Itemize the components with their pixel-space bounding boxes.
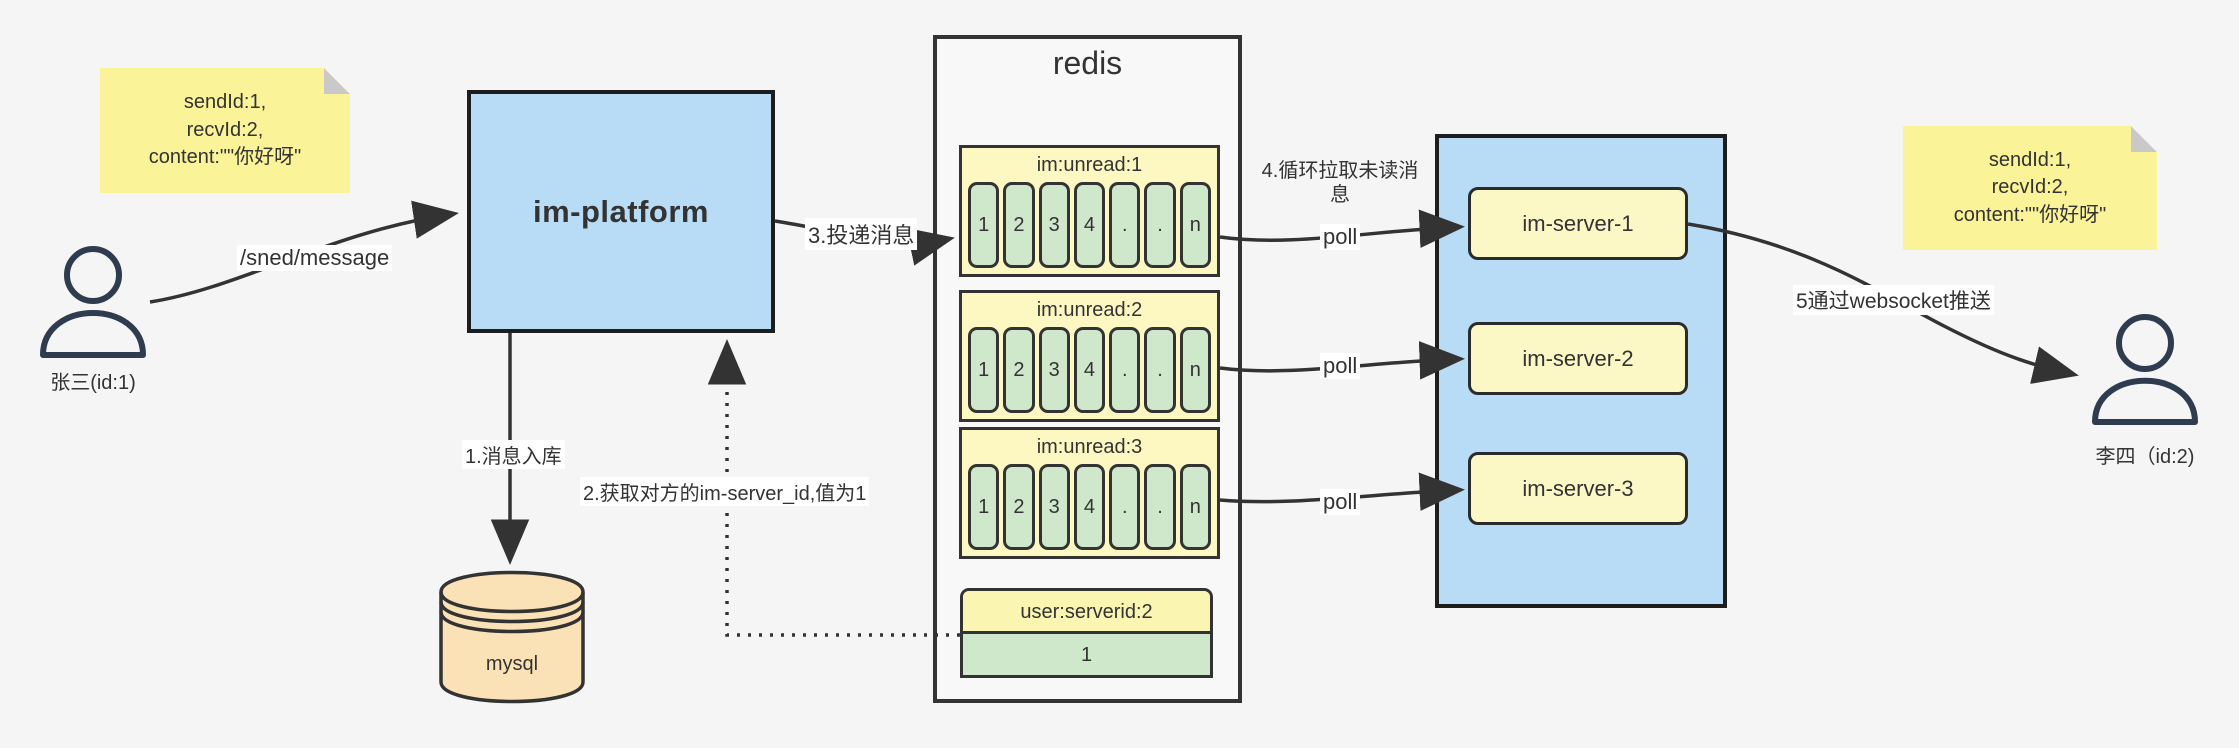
edge-label-poll-3: poll: [1320, 489, 1361, 515]
queue-cells: 1 2 3 4 . . n: [962, 327, 1217, 413]
queue-cell: 3: [1038, 182, 1070, 268]
queue-cell: .: [1109, 464, 1141, 550]
actor-receiver: 李四（id:2): [2089, 312, 2201, 468]
queue-cell: .: [1109, 327, 1141, 413]
queue-cell: 3: [1038, 464, 1070, 550]
node-im-server-2: im-server-2: [1468, 322, 1688, 395]
mapping-header: user:serverid:2: [963, 591, 1210, 634]
folded-corner-icon: [2131, 126, 2157, 152]
queue-cell: .: [1109, 182, 1141, 268]
queue-cell: 4: [1073, 464, 1106, 550]
queue-cell: 4: [1073, 327, 1106, 413]
queue-cell: 2: [1003, 464, 1035, 550]
note-text: sendId:1, recvId:2, content:""你好呀": [148, 91, 302, 169]
sticky-note-right: sendId:1, recvId:2, content:""你好呀": [1903, 126, 2157, 250]
edge-label-fetch: 2.获取对方的im-server_id,值为1: [580, 477, 870, 506]
folded-corner-icon: [324, 68, 350, 94]
redis-queue-unread-2: im:unread:2 1 2 3 4 . . n: [959, 290, 1220, 422]
actor-receiver-label: 李四（id:2): [2095, 446, 2195, 468]
queue-cell: 3: [1038, 327, 1070, 413]
user-icon: [2092, 314, 2198, 425]
edge-label-pull: 4.循环拉取未读消息: [1261, 160, 1419, 206]
queue-cell: 2: [1003, 327, 1035, 413]
queue-cell: 1: [968, 327, 1000, 413]
queue-cell: .: [1144, 464, 1176, 550]
im-server-2-label: im-server-2: [1522, 345, 1634, 371]
queue-cell: n: [1179, 182, 1211, 268]
queue-cell: .: [1144, 182, 1176, 268]
edge-label-poll-1: poll: [1320, 224, 1361, 250]
mysql-database-icon: [439, 570, 585, 704]
edge-label-push: 5通过websocket推送: [1793, 285, 1994, 315]
actor-sender-label: 张三(id:1): [50, 372, 136, 394]
node-im-server-1: im-server-1: [1468, 187, 1688, 260]
im-server-1-label: im-server-1: [1522, 210, 1634, 236]
im-server-3-label: im-server-3: [1522, 475, 1634, 501]
queue-header: im:unread:2: [1036, 299, 1143, 321]
edge-label-store: 1.消息入库: [462, 440, 565, 469]
queue-cell: n: [1179, 464, 1211, 550]
queue-header: im:unread:3: [1036, 436, 1143, 458]
redis-user-serverid-map: user:serverid:2 1: [960, 588, 1213, 678]
queue-cells: 1 2 3 4 . . n: [962, 182, 1217, 268]
edge-label-send: /sned/message: [237, 245, 393, 271]
note-text: sendId:1, recvId:2, content:""你好呀": [1953, 148, 2107, 226]
redis-queue-unread-1: im:unread:1 1 2 3 4 . . n: [959, 145, 1220, 277]
node-im-platform: im-platform: [467, 90, 775, 333]
queue-header: im:unread:1: [1036, 154, 1143, 176]
queue-cells: 1 2 3 4 . . n: [962, 464, 1217, 550]
mapping-value: 1: [1080, 644, 1093, 666]
im-platform-label: im-platform: [533, 193, 709, 229]
mysql-label: mysql: [485, 653, 539, 675]
queue-cell: 2: [1003, 182, 1035, 268]
queue-cell: 4: [1073, 182, 1106, 268]
queue-cell: 1: [968, 182, 1000, 268]
edge-label-poll-2: poll: [1320, 353, 1361, 379]
queue-cell: .: [1144, 327, 1176, 413]
queue-cell: 1: [968, 464, 1000, 550]
edge-label-deliver: 3.投递消息: [805, 218, 918, 250]
redis-queue-unread-3: im:unread:3 1 2 3 4 . . n: [959, 427, 1220, 559]
sticky-note-left: sendId:1, recvId:2, content:""你好呀": [100, 68, 350, 193]
node-im-server-3: im-server-3: [1468, 452, 1688, 525]
redis-title: redis: [1052, 45, 1123, 81]
actor-sender: 张三(id:1): [37, 243, 149, 394]
user-icon: [40, 246, 146, 358]
queue-cell: n: [1179, 327, 1211, 413]
